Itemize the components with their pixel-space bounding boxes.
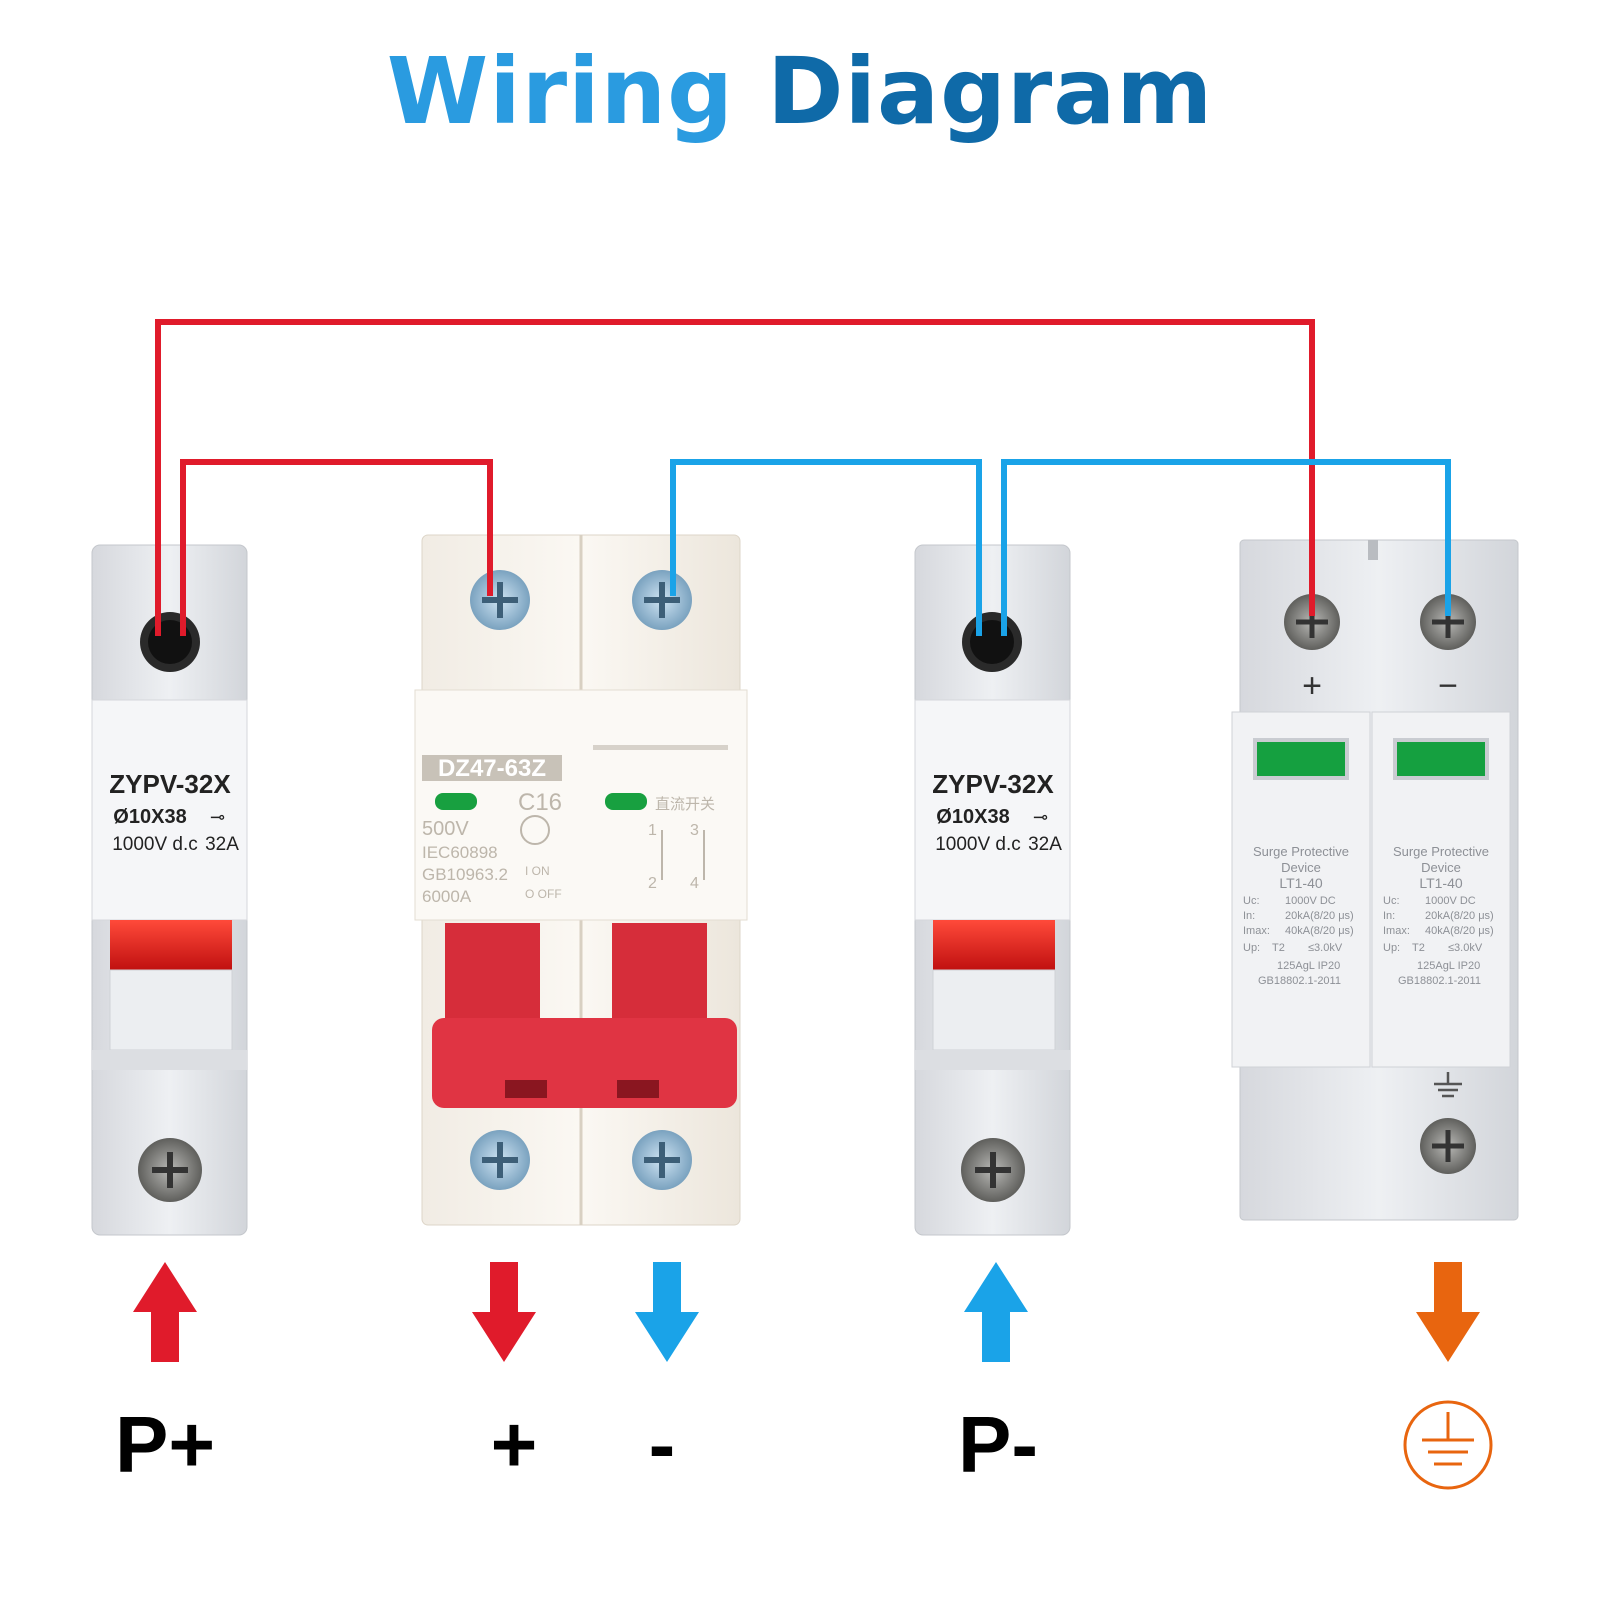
arrow-down-red-icon [472, 1262, 536, 1362]
breaker-std-2: GB10963.2 [422, 865, 508, 884]
breaker-curve: C16 [518, 789, 562, 816]
spd1-title-1: Surge Protective [1253, 844, 1349, 859]
breaker-model: DZ47-63Z [438, 755, 546, 782]
spd2-uc-val: 1000V DC [1425, 895, 1476, 907]
spd1-up-key: Up: [1243, 942, 1260, 954]
spd1-uc-key: Uc: [1243, 895, 1260, 907]
spd1-in-key: In: [1243, 910, 1255, 922]
fuse-symbol-icon: ⊸ [1033, 807, 1048, 827]
breaker-led-2 [605, 793, 647, 810]
spd2-fuse: 125AgL IP20 [1417, 960, 1480, 972]
surge-protective-device: + − Surge Protective Device LT1-40 Uc: 1… [1231, 539, 1519, 1221]
page-title: Wiring Diagram [0, 38, 1600, 145]
fuse-holder-right: ZYPV-32X Ø10X38 ⊸ 1000V d.c 32A [914, 544, 1071, 1236]
title-word-2: Diagram [767, 38, 1214, 145]
fuse-voltage: 1000V d.c [112, 834, 198, 855]
label-minus: - [649, 1400, 676, 1489]
spd2-imax-key: Imax: [1383, 925, 1410, 937]
spd-status-window-1 [1253, 738, 1349, 780]
ground-icon [1403, 1400, 1493, 1490]
spd2-t2: T2 [1412, 942, 1425, 954]
fuse-current: 32A [205, 834, 239, 855]
spd2-title-2: Device [1421, 860, 1461, 875]
wire-positive-to-spd [155, 319, 1315, 636]
spd1-imax-val: 40kA(8/20 μs) [1285, 925, 1354, 937]
fuse-indicator-window [110, 920, 232, 970]
spd-minus-mark: − [1438, 667, 1458, 705]
breaker-dc-label: 直流开关 [655, 795, 715, 813]
fuse-symbol-icon: ⊸ [210, 807, 225, 827]
dc-breaker: DZ47-63Z C16 直流开关 500V IEC60898 GB10963.… [414, 534, 748, 1226]
breaker-on-label: I ON [525, 864, 550, 878]
spd2-uc-key: Uc: [1383, 895, 1400, 907]
breaker-std-1: IEC60898 [422, 843, 498, 862]
spd-plus-mark: + [1302, 667, 1322, 705]
spd2-up-key: Up: [1383, 942, 1400, 954]
fuse-indicator-window [933, 920, 1055, 970]
breaker-led-1 [435, 793, 477, 810]
spd2-in-key: In: [1383, 910, 1395, 922]
breaker-terminal-3: 3 [690, 822, 699, 839]
breaker-terminal-1: 1 [648, 822, 657, 839]
breaker-terminal-4: 4 [690, 875, 699, 892]
fuse-model: ZYPV-32X [109, 769, 231, 799]
spd2-in-val: 20kA(8/20 μs) [1425, 910, 1494, 922]
spd1-imax-key: Imax: [1243, 925, 1270, 937]
spd1-std: GB18802.1-2011 [1258, 975, 1341, 987]
breaker-off-label: O OFF [525, 887, 562, 901]
arrow-up-red-icon [133, 1262, 197, 1362]
title-word-1: Wiring [386, 38, 735, 145]
breaker-capacity: 6000A [422, 887, 472, 906]
spd2-std: GB18802.1-2011 [1398, 975, 1481, 987]
spd-ground-symbol-icon [1434, 1072, 1462, 1098]
fuse-voltage: 1000V d.c [935, 834, 1021, 855]
wire-negative-to-spd [1001, 459, 1451, 636]
spd1-in-val: 20kA(8/20 μs) [1285, 910, 1354, 922]
spd1-title-2: Device [1281, 860, 1321, 875]
arrow-up-blue-icon [964, 1262, 1028, 1362]
spd1-model: LT1-40 [1279, 875, 1323, 891]
spd-status-window-2 [1393, 738, 1489, 780]
spd2-imax-val: 40kA(8/20 μs) [1425, 925, 1494, 937]
arrow-down-blue-icon [635, 1262, 699, 1362]
spd2-title-1: Surge Protective [1393, 844, 1489, 859]
wire-positive-to-breaker [180, 459, 493, 636]
spd1-uc-val: 1000V DC [1285, 895, 1336, 907]
spd1-fuse: 125AgL IP20 [1277, 960, 1340, 972]
breaker-tie-bar[interactable] [432, 1018, 737, 1108]
spd2-model: LT1-40 [1419, 875, 1463, 891]
fuse-holder-left: ZYPV-32X Ø10X38 ⊸ 1000V d.c 32A [91, 544, 248, 1236]
fuse-size: Ø10X38 [936, 806, 1009, 828]
breaker-terminal-2: 2 [648, 875, 657, 892]
arrow-down-orange-icon [1416, 1262, 1480, 1362]
label-p-plus: P+ [115, 1400, 215, 1489]
label-plus: + [491, 1400, 538, 1489]
label-p-minus: P- [958, 1400, 1038, 1489]
fuse-model: ZYPV-32X [932, 769, 1054, 799]
ccc-mark-icon [520, 815, 550, 845]
fuse-current: 32A [1028, 834, 1062, 855]
spd1-up-val: ≤3.0kV [1308, 942, 1343, 954]
breaker-voltage: 500V [422, 818, 469, 840]
fuse-size: Ø10X38 [113, 806, 186, 828]
spd2-up-val: ≤3.0kV [1448, 942, 1483, 954]
spd1-t2: T2 [1272, 942, 1285, 954]
wire-negative-to-breaker [670, 459, 982, 636]
